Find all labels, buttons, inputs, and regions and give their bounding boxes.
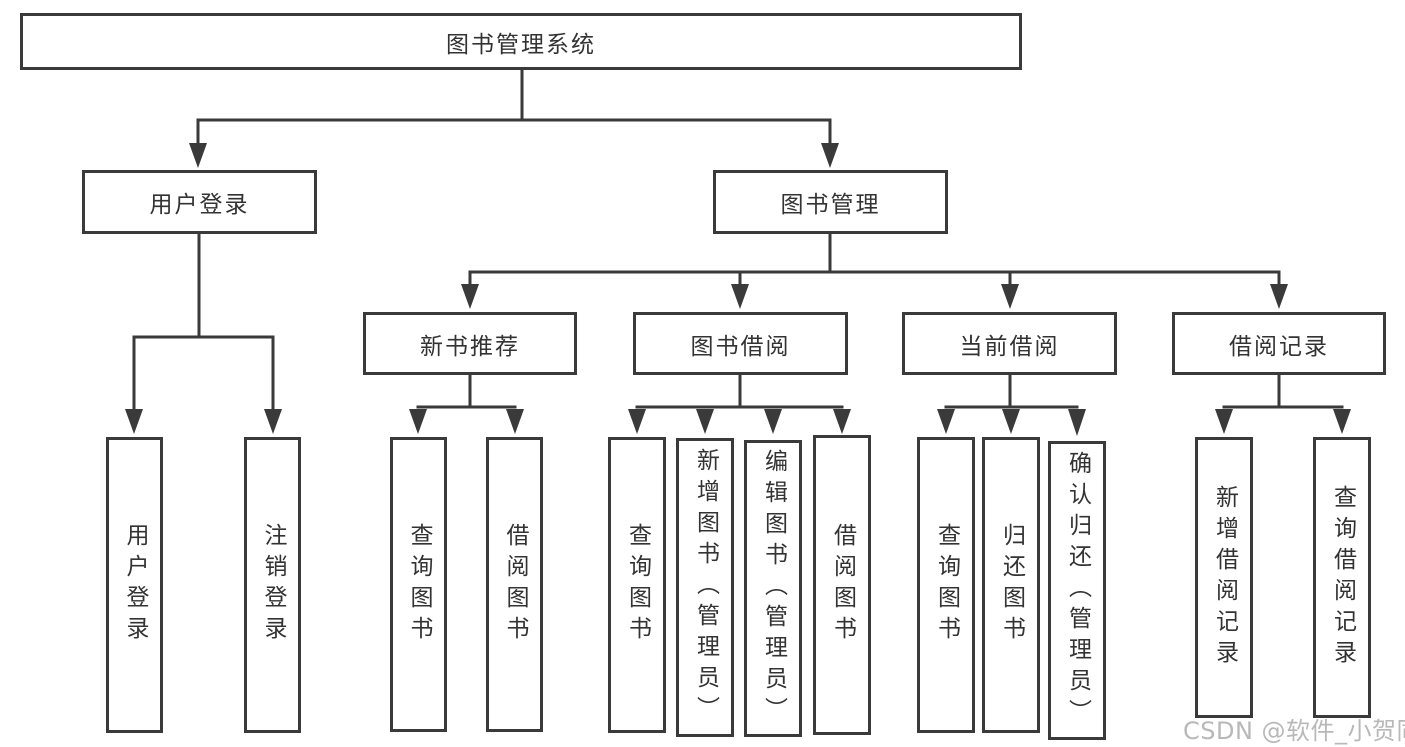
leaf-logout-label: 注销登录 [260, 523, 286, 647]
leaf-user-login-label: 用户登录 [122, 523, 148, 647]
leaf-borrow-edit-admin: 编辑图书（管理员） [744, 440, 802, 737]
node-new-book-recommend: 新书推荐 [363, 312, 577, 375]
arrow-down-icon [937, 409, 955, 434]
node-current-borrow: 当前借阅 [902, 312, 1117, 375]
node-new-book-recommend-label: 新书推荐 [420, 333, 520, 360]
leaf-current-confirm-return-admin: 确认归还（管理员） [1048, 441, 1106, 740]
leaf-current-return-label: 归还图书 [998, 523, 1025, 647]
leaf-records-query-label: 查询借阅记录 [1329, 484, 1356, 671]
leaf-newbooks-borrow-label: 借阅图书 [502, 522, 528, 647]
node-root: 图书管理系统 [20, 13, 1022, 70]
node-book-borrow: 图书借阅 [633, 312, 848, 375]
arrow-down-icon [264, 409, 282, 434]
arrow-down-icon [833, 409, 851, 434]
arrow-down-icon [1002, 409, 1020, 434]
arrow-down-icon [1270, 284, 1288, 309]
arrow-down-icon [764, 409, 782, 434]
leaf-newbooks-query: 查询图书 [390, 437, 447, 732]
arrow-down-icon [189, 143, 207, 168]
leaf-records-add: 新增借阅记录 [1195, 437, 1253, 718]
arrow-down-icon [409, 409, 427, 434]
arrow-down-icon [1333, 409, 1351, 434]
leaf-current-query-label: 查询图书 [933, 523, 960, 647]
leaf-borrow-borrow: 借阅图书 [813, 435, 871, 735]
arrow-down-icon [696, 409, 714, 434]
arrow-down-icon [1001, 284, 1019, 309]
leaf-user-login: 用户登录 [106, 437, 163, 733]
arrow-down-icon [731, 284, 749, 309]
arrow-down-icon [125, 409, 143, 434]
leaf-borrow-add-admin-label: 新增图书（管理员） [692, 448, 719, 727]
node-user-login: 用户登录 [82, 170, 317, 234]
node-book-management: 图书管理 [713, 170, 948, 234]
leaf-current-confirm-return-admin-label: 确认归还（管理员） [1064, 451, 1091, 730]
watermark: CSDN @软件_小贺同学 [1183, 717, 1405, 745]
leaf-borrow-edit-admin-label: 编辑图书（管理员） [760, 449, 787, 728]
leaf-current-query: 查询图书 [917, 437, 975, 733]
leaf-borrow-query: 查询图书 [608, 437, 666, 733]
node-root-label: 图书管理系统 [446, 31, 596, 58]
arrow-down-icon [1215, 409, 1233, 434]
arrow-down-icon [506, 409, 524, 434]
leaf-records-query: 查询借阅记录 [1313, 437, 1371, 718]
node-borrow-records: 借阅记录 [1172, 312, 1386, 375]
leaf-logout: 注销登录 [244, 437, 301, 733]
leaf-current-return: 归还图书 [982, 437, 1040, 733]
node-borrow-records-label: 借阅记录 [1229, 333, 1329, 360]
arrow-down-icon [628, 409, 646, 434]
leaf-borrow-borrow-label: 借阅图书 [829, 523, 856, 647]
node-book-management-label: 图书管理 [780, 192, 881, 218]
leaf-borrow-query-label: 查询图书 [624, 523, 651, 647]
leaf-records-add-label: 新增借阅记录 [1211, 484, 1238, 671]
arrow-down-icon [461, 284, 479, 309]
leaf-newbooks-borrow: 借阅图书 [486, 437, 543, 732]
arrow-down-icon [1068, 409, 1086, 436]
arrow-down-icon [821, 143, 839, 168]
node-book-borrow-label: 图书借阅 [690, 333, 791, 360]
leaf-borrow-add-admin: 新增图书（管理员） [676, 438, 734, 737]
leaf-newbooks-query-label: 查询图书 [406, 522, 432, 647]
node-user-login-label: 用户登录 [149, 192, 250, 218]
node-current-borrow-label: 当前借阅 [959, 333, 1060, 360]
